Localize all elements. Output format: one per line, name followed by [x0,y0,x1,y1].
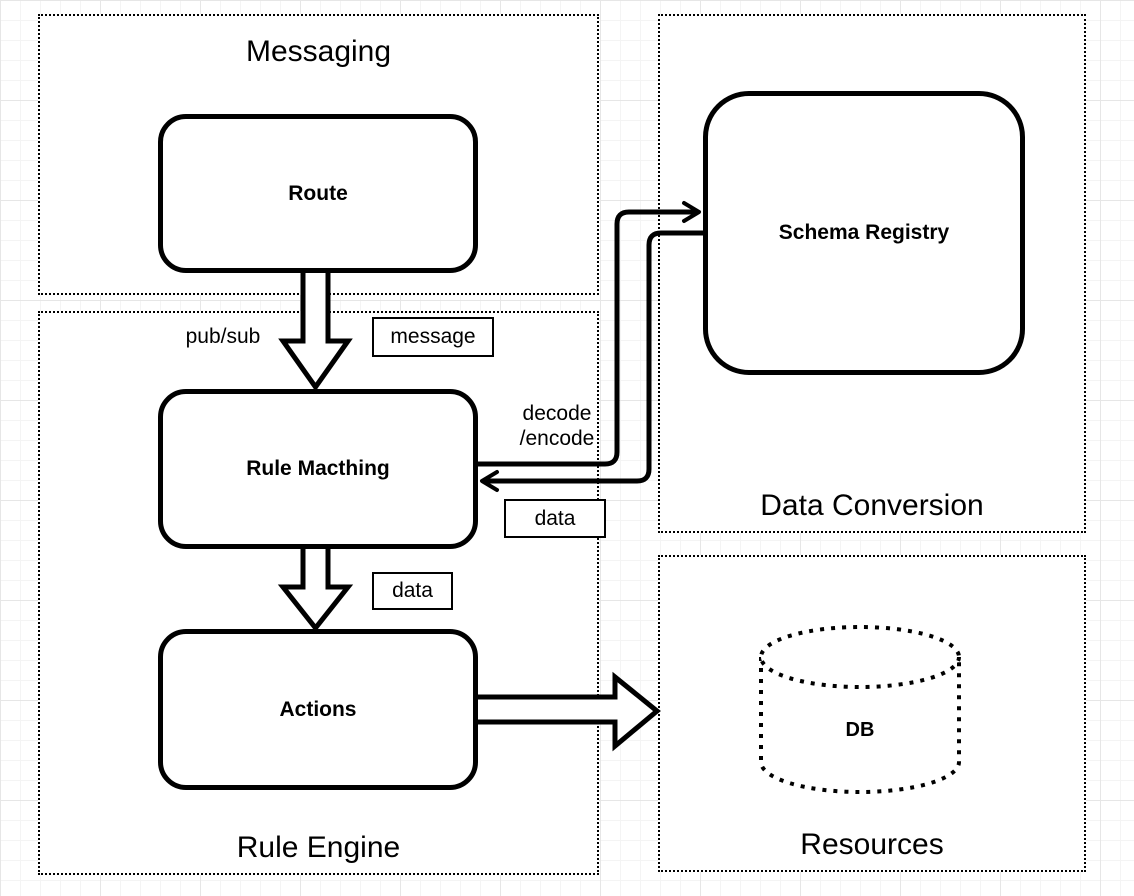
node-schema-registry-label: Schema Registry [778,221,950,244]
edge-label-decode-encode: decode /encode [502,401,612,451]
node-route[interactable]: Route [158,114,478,273]
node-rule-matching[interactable]: Rule Macthing [158,389,478,549]
db-cylinder[interactable] [759,625,961,794]
edge-label-data-down-text: data [392,579,433,602]
group-data-conversion-title: Data Conversion [760,489,984,522]
data-return-arrowhead [480,470,499,492]
node-actions[interactable]: Actions [158,629,478,790]
edge-label-data-down[interactable]: data [372,572,453,610]
group-messaging-title: Messaging [245,35,392,68]
edge-label-data-return-text: data [534,506,576,530]
node-route-label: Route [288,181,348,205]
edge-label-message-text: message [390,325,476,348]
edge-label-data-return[interactable]: data [504,499,606,538]
node-actions-label: Actions [279,697,357,721]
rulematching-to-actions-arrow[interactable] [277,549,354,633]
node-db-label: DB [845,719,875,741]
group-resources-title: Resources [800,828,944,861]
decode-encode-arrowhead [682,201,701,223]
route-to-rulematching-arrow[interactable] [278,273,353,392]
node-schema-registry[interactable]: Schema Registry [703,91,1025,375]
node-rule-matching-label: Rule Macthing [246,457,390,480]
decode-encode-connector[interactable] [474,201,701,467]
actions-to-db-arrow[interactable] [477,671,661,752]
edge-label-pub-sub: pub/sub [185,325,261,348]
edge-label-decode-line2: /encode [519,427,595,450]
edge-label-message[interactable]: message [372,317,494,357]
group-rule-engine-title: Rule Engine [236,831,401,864]
data-return-connector[interactable] [480,230,705,492]
edge-label-decode-line1: decode [522,402,592,425]
